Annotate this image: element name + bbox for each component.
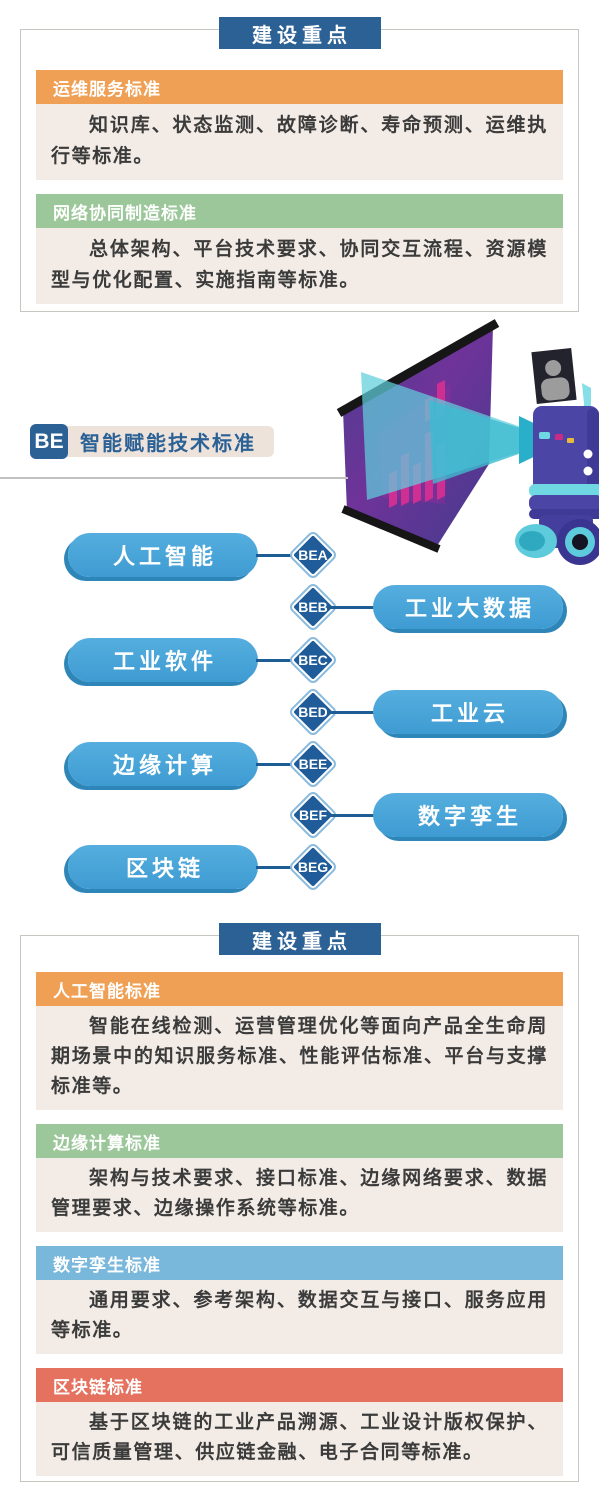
pill-industrial-big-data: 工业大数据: [373, 585, 563, 629]
section-title-bar: 边缘计算标准: [36, 1124, 563, 1158]
connector-line: [256, 554, 299, 557]
diamond-code: BEB: [298, 599, 328, 615]
section-title-bar: 人工智能标准: [36, 972, 563, 1006]
section-body: 架构与技术要求、接口标准、边缘网络要求、数据管理要求、边缘操作系统等标准。: [36, 1158, 563, 1232]
pill-industrial-software: 工业软件: [68, 638, 258, 682]
connector-line: [327, 606, 375, 609]
bottom-construction-focus-box: 建设重点 人工智能标准 智能在线检测、运营管理优化等面向产品全生命周期场景中的知…: [20, 923, 579, 1482]
section-network-collab-standards: 网络协同制造标准 总体架构、平台技术要求、协同交互流程、资源模型与优化配置、实施…: [36, 194, 563, 304]
be-category-title: 智能赋能技术标准: [58, 426, 274, 457]
diamond-bee: BEE: [290, 741, 336, 787]
section-body: 基于区块链的工业产品溯源、工业设计版权保护、可信质量管理、供应链金融、电子合同等…: [36, 1402, 563, 1476]
be-code-badge: BE: [30, 424, 68, 459]
section-body: 通用要求、参考架构、数据交互与接口、服务应用等标准。: [36, 1280, 563, 1354]
connector-line: [256, 659, 299, 662]
connector-line: [256, 866, 299, 869]
diamond-code: BEA: [298, 547, 328, 563]
pill-industrial-cloud: 工业云: [373, 690, 563, 734]
diamond-code: BEF: [299, 807, 327, 823]
pill-blockchain: 区块链: [68, 845, 258, 889]
section-digital-twin-standards: 数字孪生标准 通用要求、参考架构、数据交互与接口、服务应用等标准。: [36, 1246, 563, 1354]
section-body: 知识库、状态监测、故障诊断、寿命预测、运维执行等标准。: [36, 104, 563, 180]
bottom-box-header: 建设重点: [218, 923, 381, 955]
pill-edge-computing: 边缘计算: [68, 742, 258, 786]
section-edge-computing-standards: 边缘计算标准 架构与技术要求、接口标准、边缘网络要求、数据管理要求、边缘操作系统…: [36, 1124, 563, 1232]
pill-digital-twin: 数字孪生: [373, 793, 563, 837]
diamond-code: BEC: [298, 652, 328, 668]
diamond-beg: BEG: [290, 844, 336, 890]
section-body: 智能在线检测、运营管理优化等面向产品全生命周期场景中的知识服务标准、性能评估标准…: [36, 1006, 563, 1110]
diamond-bea: BEA: [290, 532, 336, 578]
section-body: 总体架构、平台技术要求、协同交互流程、资源模型与优化配置、实施指南等标准。: [36, 228, 563, 304]
section-blockchain-standards: 区块链标准 基于区块链的工业产品溯源、工业设计版权保护、可信质量管理、供应链金融…: [36, 1368, 563, 1476]
section-oandm-standards: 运维服务标准 知识库、状态监测、故障诊断、寿命预测、运维执行等标准。: [36, 70, 563, 180]
top-construction-focus-box: 建设重点 运维服务标准 知识库、状态监测、故障诊断、寿命预测、运维执行等标准。 …: [20, 17, 579, 312]
diamond-code: BEE: [298, 756, 328, 772]
section-ai-standards: 人工智能标准 智能在线检测、运营管理优化等面向产品全生命周期场景中的知识服务标准…: [36, 972, 563, 1110]
section-title-bar: 运维服务标准: [36, 70, 563, 104]
connector-line: [327, 814, 375, 817]
diamond-bec: BEC: [290, 637, 336, 683]
section-title-bar: 网络协同制造标准: [36, 194, 563, 228]
section-title-bar: 区块链标准: [36, 1368, 563, 1402]
pill-ai: 人工智能: [68, 533, 258, 577]
connector-line: [256, 763, 299, 766]
connector-line: [327, 711, 375, 714]
robot-projector-illustration: [336, 319, 599, 565]
be-category-label: BE 智能赋能技术标准: [30, 424, 274, 459]
section-title-bar: 数字孪生标准: [36, 1246, 563, 1280]
divider-line: [0, 477, 348, 479]
top-box-header: 建设重点: [218, 17, 381, 49]
diamond-code: BED: [298, 704, 328, 720]
diamond-code: BEG: [297, 859, 329, 875]
